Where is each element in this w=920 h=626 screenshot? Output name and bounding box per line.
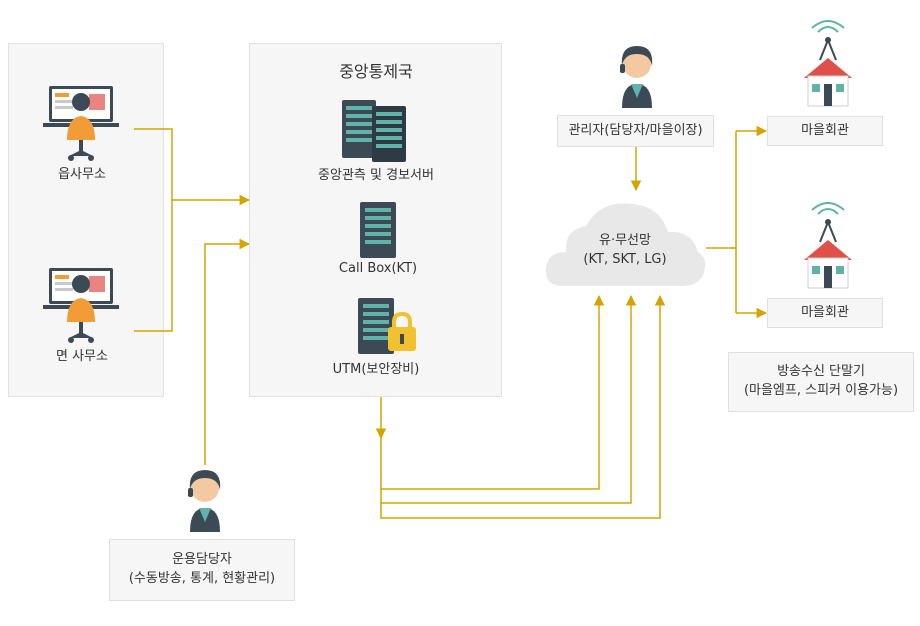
manager-label: 관리자(담당자/마을이장) [557,115,714,147]
callbox-server-icon [360,202,396,258]
operator-line2: (수동방송, 통계, 현황관리) [128,571,276,586]
cloud-network-icon [545,203,706,286]
operator-line1: 운용담당자 [172,552,232,568]
village-hall-icon [804,20,852,107]
network-line2: (KT, SKT, LG) [583,251,667,267]
callbox-label: Call Box(KT) [338,261,418,276]
utm-lock-icon [358,298,416,354]
office2-label: 면 사무소 [56,349,108,364]
office-worker-icon [43,86,119,161]
server-label: 중앙관측 및 경보서버 [318,168,434,183]
village-hall-1-label: 마을회관 [767,116,883,146]
operator-box: 운용담당자 (수동방송, 통계, 현황관리) [109,539,295,601]
village-hall-icon [804,202,852,289]
manager-person-icon [620,46,653,108]
office1-label: 읍사무소 [58,167,106,182]
village-hall-2-label: 마을회관 [767,298,883,328]
operator-person-icon [188,470,221,532]
terminal-line1: 방송수신 단말기 [777,364,865,380]
server-icon [342,100,406,162]
central-control-title: 중앙통제국 [339,62,413,81]
utm-label: UTM(보안장비) [332,362,420,377]
terminal-line2: (마을엠프, 스피커 이용가능) [743,383,899,398]
broadcast-terminal-box: 방송수신 단말기 (마을엠프, 스피커 이용가능) [728,352,914,412]
network-line1: 유·무선망 [599,233,651,248]
office-worker-icon [43,268,119,343]
network-label: 유·무선망 (KT, SKT, LG) [545,232,705,270]
